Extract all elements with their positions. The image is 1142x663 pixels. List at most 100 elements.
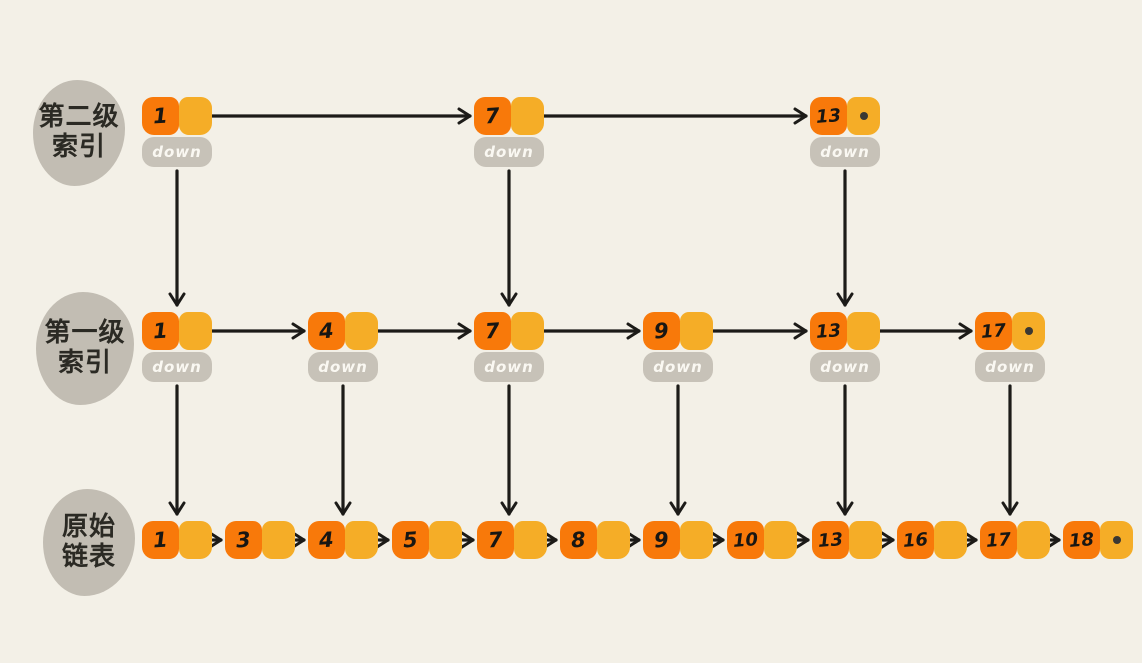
node-value: 8 [570,527,587,553]
node-pointer-cell [179,312,212,350]
null-pointer-dot [1112,536,1121,544]
node-value: 9 [653,527,670,553]
node-value: 1 [152,527,169,553]
node-value: 17 [985,528,1012,552]
node-value: 1 [152,318,169,344]
node-original-list-3: 3 [225,521,295,559]
row-label-line: 索引 [51,132,106,162]
node-pointer-cell [849,521,882,559]
node-pointer-cell [179,521,212,559]
node-value: 13 [815,104,842,128]
node-value-cell: 18 [1063,521,1100,559]
node-value-cell: 1 [142,97,179,135]
row-label-original-list: 原始链表 [43,489,135,596]
node-value-cell: 13 [810,312,847,350]
down-pointer-label: down [975,352,1045,382]
row-label-level-1-index: 第一级索引 [36,292,134,405]
node-original-list-17: 17 [980,521,1050,559]
node-pointer-cell [179,97,212,135]
node-pointer-cell [847,312,880,350]
node-value: 9 [653,318,670,344]
node-pointer-cell [680,521,713,559]
row-label-line: 索引 [57,347,112,378]
node-value-cell: 1 [142,312,179,350]
node-pointer-cell [1017,521,1050,559]
node-original-list-5: 5 [392,521,462,559]
node-value-cell: 13 [812,521,849,559]
node-value-cell: 1 [142,521,179,559]
node-value-cell: 13 [810,97,847,135]
node-level-1-index-17: 17 down [975,312,1045,382]
node-value-cell: 4 [308,312,345,350]
node-value: 13 [817,528,844,552]
node-original-list-13: 13 [812,521,882,559]
node-value: 4 [318,318,335,344]
node-value: 3 [235,527,252,553]
node-level-1-index-9: 9 down [643,312,713,382]
node-value: 16 [902,528,929,552]
node-level-1-index-4: 4 down [308,312,378,382]
node-value: 13 [815,319,842,343]
node-pointer-cell [934,521,967,559]
node-value-cell: 7 [474,97,511,135]
node-level-2-index-1: 1 down [142,97,212,167]
down-pointer-label: down [810,137,880,167]
node-value-cell: 3 [225,521,262,559]
node-value-cell: 9 [643,312,680,350]
node-original-list-16: 16 [897,521,967,559]
node-original-list-4: 4 [308,521,378,559]
node-original-list-1: 1 [142,521,212,559]
node-pointer-cell [847,97,880,135]
node-original-list-18: 18 [1063,521,1133,559]
down-pointer-label: down [643,352,713,382]
node-pointer-cell [345,521,378,559]
down-pointer-label: down [810,352,880,382]
node-pointer-cell [429,521,462,559]
node-pointer-cell [511,312,544,350]
node-original-list-9: 9 [643,521,713,559]
row-label-line: 链表 [61,541,116,572]
node-level-1-index-1: 1 down [142,312,212,382]
row-label-line: 第二级 [38,102,120,133]
node-value-cell: 5 [392,521,429,559]
node-original-list-8: 8 [560,521,630,559]
node-value: 18 [1068,528,1095,552]
down-pointer-label: down [142,137,212,167]
node-value-cell: 17 [975,312,1012,350]
node-value-cell: 7 [474,312,511,350]
down-pointer-label: down [474,137,544,167]
null-pointer-dot [1024,327,1033,335]
node-value-cell: 17 [980,521,1017,559]
node-value: 7 [487,527,504,553]
node-original-list-10: 10 [727,521,797,559]
node-pointer-cell [262,521,295,559]
row-label-line: 原始 [61,511,116,542]
row-label-line: 第一级 [44,317,126,348]
node-value-cell: 4 [308,521,345,559]
down-pointer-label: down [308,352,378,382]
node-pointer-cell [514,521,547,559]
node-value-cell: 8 [560,521,597,559]
node-value: 17 [980,319,1007,343]
node-value-cell: 7 [477,521,514,559]
node-pointer-cell [345,312,378,350]
node-pointer-cell [1012,312,1045,350]
node-pointer-cell [511,97,544,135]
node-value: 1 [152,103,169,129]
null-pointer-dot [859,112,868,120]
node-value: 5 [402,527,419,553]
down-pointer-label: down [142,352,212,382]
node-value-cell: 16 [897,521,934,559]
node-value: 4 [318,527,335,553]
down-pointer-label: down [474,352,544,382]
node-original-list-7: 7 [477,521,547,559]
node-pointer-cell [1100,521,1133,559]
node-level-2-index-13: 13 down [810,97,880,167]
node-level-1-index-13: 13 down [810,312,880,382]
node-value-cell: 10 [727,521,764,559]
node-pointer-cell [680,312,713,350]
